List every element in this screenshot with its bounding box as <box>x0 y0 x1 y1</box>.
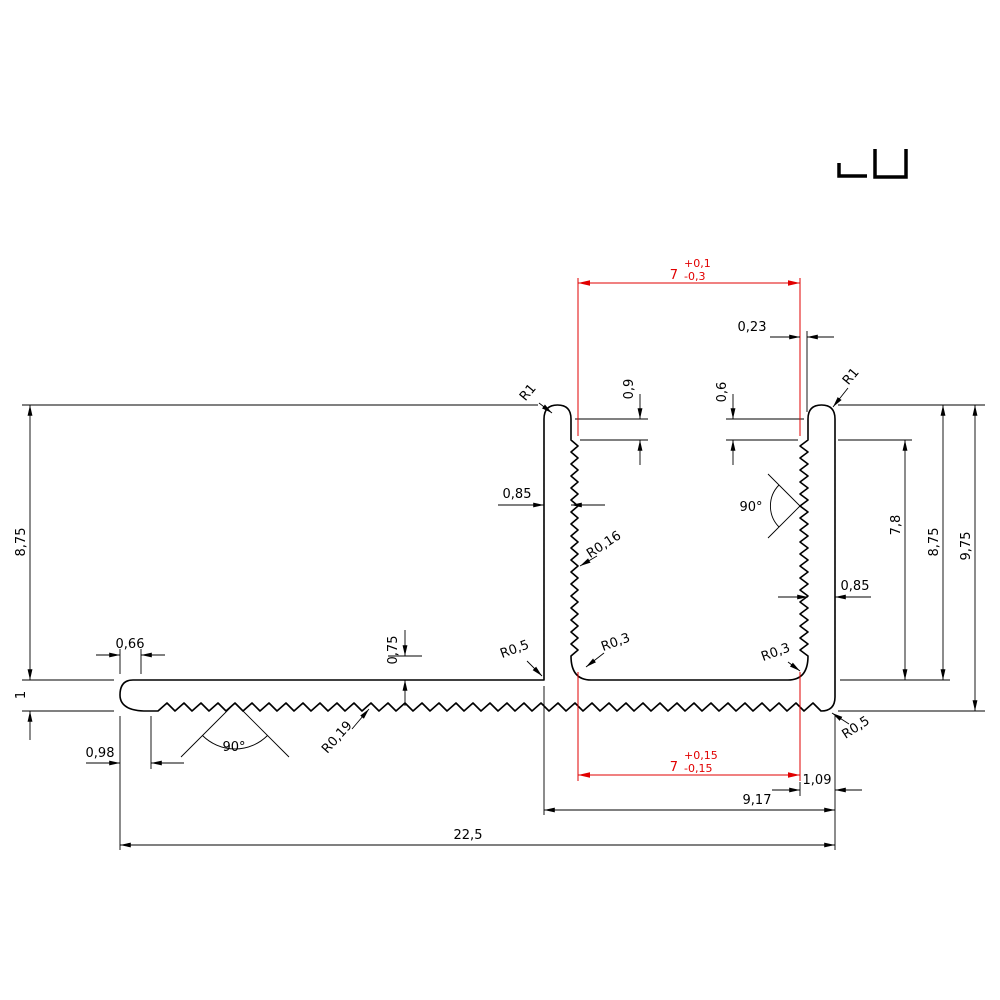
profile-thumbnail-icon <box>837 149 908 179</box>
dim-channel-left-fillet-radius: R0,3 <box>599 631 632 655</box>
dim-channel-width-top-tol-plus: +0,1 <box>684 257 711 270</box>
dim-channel-width-bottom-tol-minus: -0,15 <box>684 762 712 775</box>
dim-bottom-right-radius: R0,5 <box>840 714 873 743</box>
dimension-lines <box>27 334 978 848</box>
dim-left-end-width: 0,98 <box>86 746 115 761</box>
dim-channel-outer-width: 9,17 <box>743 793 772 808</box>
dim-total-width: 22,5 <box>454 828 483 843</box>
tolerance-extension-lines <box>577 278 801 781</box>
dim-channel-width-top-tol-minus: -0,3 <box>684 270 705 283</box>
dim-channel-inner-depth: 7,8 <box>889 515 904 536</box>
dim-right-serration-depth: 0,23 <box>738 320 767 335</box>
leader-lines <box>351 387 850 730</box>
dim-left-leg-top-offset: 0,9 <box>622 379 637 400</box>
dim-channel-width-top-value: 7 <box>670 268 678 283</box>
dim-right-leg-top-offset: 0,6 <box>715 382 730 403</box>
dim-total-height: 9,75 <box>959 532 974 561</box>
dim-left-outer-fillet-radius: R0,5 <box>498 638 531 662</box>
dim-left-leg-wall: 0,85 <box>503 487 532 502</box>
dim-channel-serration-angle: 90° <box>739 500 762 515</box>
dim-left-serration-radius: R0,16 <box>584 528 624 561</box>
dim-bottom-serration-angle: 90° <box>222 740 245 755</box>
dim-right-leg-top-radius: R1 <box>840 365 863 388</box>
angle-dimensions <box>180 473 801 758</box>
dim-base-thickness: 1 <box>14 691 29 699</box>
profile-outline <box>119 404 836 712</box>
dim-bottom-serration-radius: R0,19 <box>319 719 356 757</box>
dim-left-end-offset: 0,66 <box>116 637 145 652</box>
dim-base-web-thickness: 0,75 <box>386 636 401 665</box>
tolerance-dimension-lines <box>578 280 800 778</box>
dim-leg-height-right: 8,75 <box>927 528 942 557</box>
dim-channel-width-bottom-tol-plus: +0,15 <box>684 749 718 762</box>
dim-left-leg-top-radius: R1 <box>517 381 540 404</box>
dim-channel-width-bottom-value: 7 <box>670 760 678 775</box>
dim-leg-height-left: 8,75 <box>14 528 29 557</box>
dim-channel-right-fillet-radius: R0,3 <box>759 641 792 665</box>
dim-right-leg-wall: 0,85 <box>841 579 870 594</box>
dim-right-leg-total-width: 1,09 <box>803 773 832 788</box>
